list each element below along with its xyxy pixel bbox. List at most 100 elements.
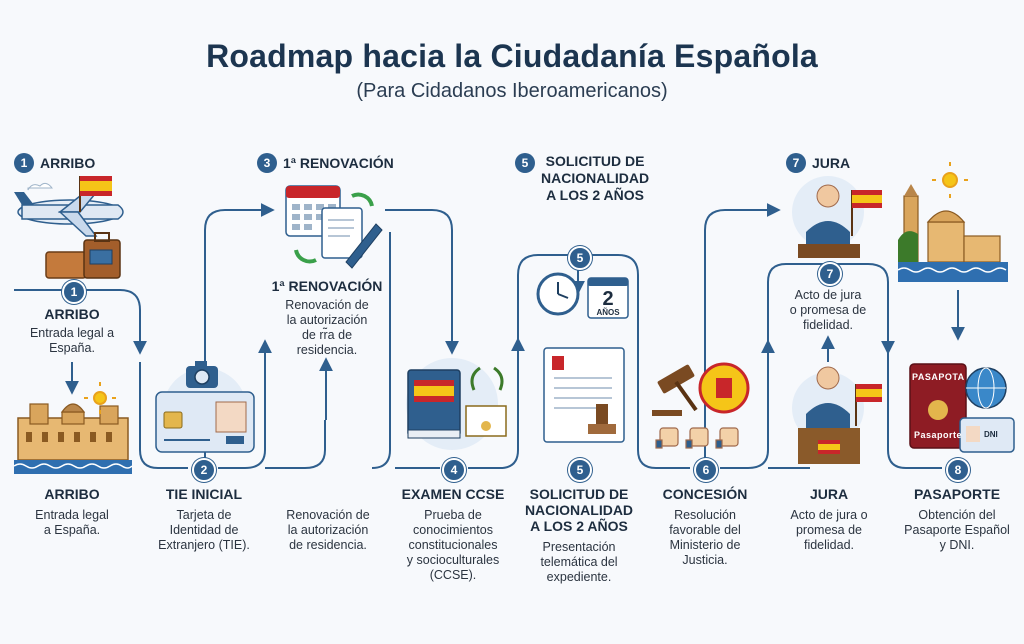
person-podium-icon <box>792 176 882 258</box>
inline-title-renovacion: 1ª RENOVACIÓN <box>271 278 383 294</box>
step-title: PASAPORTE <box>913 486 1001 502</box>
desc-line: Renovación de <box>286 508 370 522</box>
step-number: 7 <box>786 153 806 173</box>
header-label: JURA <box>812 155 851 171</box>
desc-line: Extranjero (TIE). <box>158 538 250 552</box>
renew-arrow-icon <box>351 192 374 207</box>
desc-line: telemática del <box>540 555 618 569</box>
desc-line: fidelidad. <box>802 318 854 332</box>
desc-line: Tarjeta de <box>176 508 232 522</box>
step-title: TIE INICIAL <box>165 486 243 502</box>
desc-line: Renovación de <box>285 298 369 312</box>
person-podium-icon-2 <box>792 366 882 464</box>
desc-line: Resolución <box>674 508 736 522</box>
dni-card-icon <box>959 417 1015 453</box>
header-arribo: 1 ARRIBO <box>14 153 95 173</box>
header-label: ARRIBO <box>40 155 96 171</box>
passport-word-2: Pasaporte <box>913 430 963 440</box>
step-desc: Presentación telemática del expediente. <box>516 540 642 585</box>
header-renovacion: 3 1ª RENOVACIÓN <box>257 153 394 173</box>
badge-step-4: 4 <box>442 458 466 482</box>
badge-step-5: 5 <box>568 458 592 482</box>
desc-line: Prueba de <box>424 508 482 522</box>
sun-icon <box>84 382 116 414</box>
desc-line: promesa de <box>795 523 862 537</box>
desc-line: a España. <box>43 523 101 537</box>
globe-icon <box>965 367 1007 409</box>
inline-desc-arribo: Entrada legal a España. <box>14 326 130 356</box>
renew-arrow-icon-2 <box>294 249 317 264</box>
desc-line: Justicia. <box>682 553 728 567</box>
header-line: A LOS 2 AÑOS <box>546 187 644 203</box>
desc-line: de rr̃a de <box>301 328 353 342</box>
inline-desc-renovacion: Renovación de la autorización de rr̃a de… <box>268 298 386 358</box>
step-desc: Resolución favorable del Ministerio de J… <box>646 508 764 568</box>
connector-8-in <box>887 352 942 469</box>
header-label: 1ª RENOVACIÓN <box>283 155 394 171</box>
desc-line: (CCSE). <box>429 568 477 582</box>
inline-desc-jura: Acto de jura o promesa de fidelidad. <box>772 288 884 333</box>
connector-3-4 <box>385 209 459 355</box>
desc-line: y DNI. <box>939 538 975 552</box>
connector-6-7b <box>720 339 775 469</box>
desc-line: la autorización <box>286 313 368 327</box>
step-desc: Obtención del Pasaporte Español y DNI. <box>894 508 1020 553</box>
coat-of-arms-seal-icon <box>698 362 750 414</box>
step-card-2: TIE INICIAL Tarjeta de Identidad de Extr… <box>142 486 266 553</box>
step-number: 3 <box>257 153 277 173</box>
calendar-2-years-icon <box>587 277 629 319</box>
step-card-4: EXAMEN CCSE Prueba de conocimientos cons… <box>394 486 512 583</box>
title-line: NACIONALIDAD <box>524 502 634 518</box>
desc-line: Acto de jura <box>794 288 862 302</box>
step-card-1: ARRIBO Entrada legal a España. <box>10 486 134 538</box>
madrid-skyline-icon <box>13 403 133 474</box>
clock-icon <box>536 272 580 316</box>
passport-icon <box>909 363 967 449</box>
desc-line: o promesa de <box>789 303 867 317</box>
desc-line: Pasaporte Español <box>904 523 1010 537</box>
step-title: SOLICITUD DE NACIONALIDAD A LOS 2 AÑOS <box>516 486 642 534</box>
documents-icon <box>321 207 363 259</box>
badge-arribo: 1 <box>62 280 86 304</box>
step-card-5: SOLICITUD DE NACIONALIDAD A LOS 2 AÑOS P… <box>516 486 642 585</box>
desc-line: favorable del <box>669 523 741 537</box>
step-title: ARRIBO <box>44 486 100 502</box>
connector-2-bottom <box>139 362 188 469</box>
title-line: SOLICITUD DE <box>529 486 629 502</box>
desc-line: expediente. <box>546 570 612 584</box>
step-desc: Acto de jura o promesa de fidelidad. <box>770 508 888 553</box>
gavel-icon <box>652 364 698 416</box>
step-card-8: PASAPORTE Obtención del Pasaporte Españo… <box>894 486 1020 553</box>
thumbs-up-icon <box>655 427 739 449</box>
id-card-icon <box>155 368 255 453</box>
connector-3-base <box>265 420 326 469</box>
desc-line: fidelidad. <box>803 538 855 552</box>
title-line: A LOS 2 AÑOS <box>530 518 628 534</box>
connector-1-2 <box>14 289 147 355</box>
pen-icon <box>345 223 383 269</box>
connector-3-down <box>371 232 391 469</box>
connector-2-3b <box>218 339 272 469</box>
spain-flag-icon <box>79 176 112 212</box>
connector-5-loop <box>517 254 690 469</box>
desc-line: España. <box>49 341 95 355</box>
step-title: EXAMEN CCSE <box>401 486 505 502</box>
desc-line: constitucionales <box>408 538 498 552</box>
inline-title-arribo: ARRIBO <box>44 306 100 322</box>
step-title: CONCESIÓN <box>662 486 748 502</box>
badge-step-8: 8 <box>946 458 970 482</box>
dni-word: DNI <box>984 430 998 439</box>
step-card-7: JURA Acto de jura o promesa de fidelidad… <box>770 486 888 553</box>
sun-icon-2 <box>932 162 968 198</box>
connector-4-5 <box>468 337 525 469</box>
step-number: 5 <box>515 153 535 173</box>
passport-word: PASAPOTA <box>912 372 965 382</box>
luggage-icon <box>45 232 121 279</box>
cloud-icon <box>27 182 54 191</box>
desc-line: Identidad de <box>169 523 239 537</box>
desc-line: Entrada legal a <box>29 326 115 340</box>
badge-jura-top: 7 <box>818 262 842 286</box>
certificate-icon <box>465 405 507 437</box>
header-jura: 7 JURA <box>786 153 850 173</box>
page-title: Roadmap hacia la Ciudadanía Española <box>206 38 818 74</box>
